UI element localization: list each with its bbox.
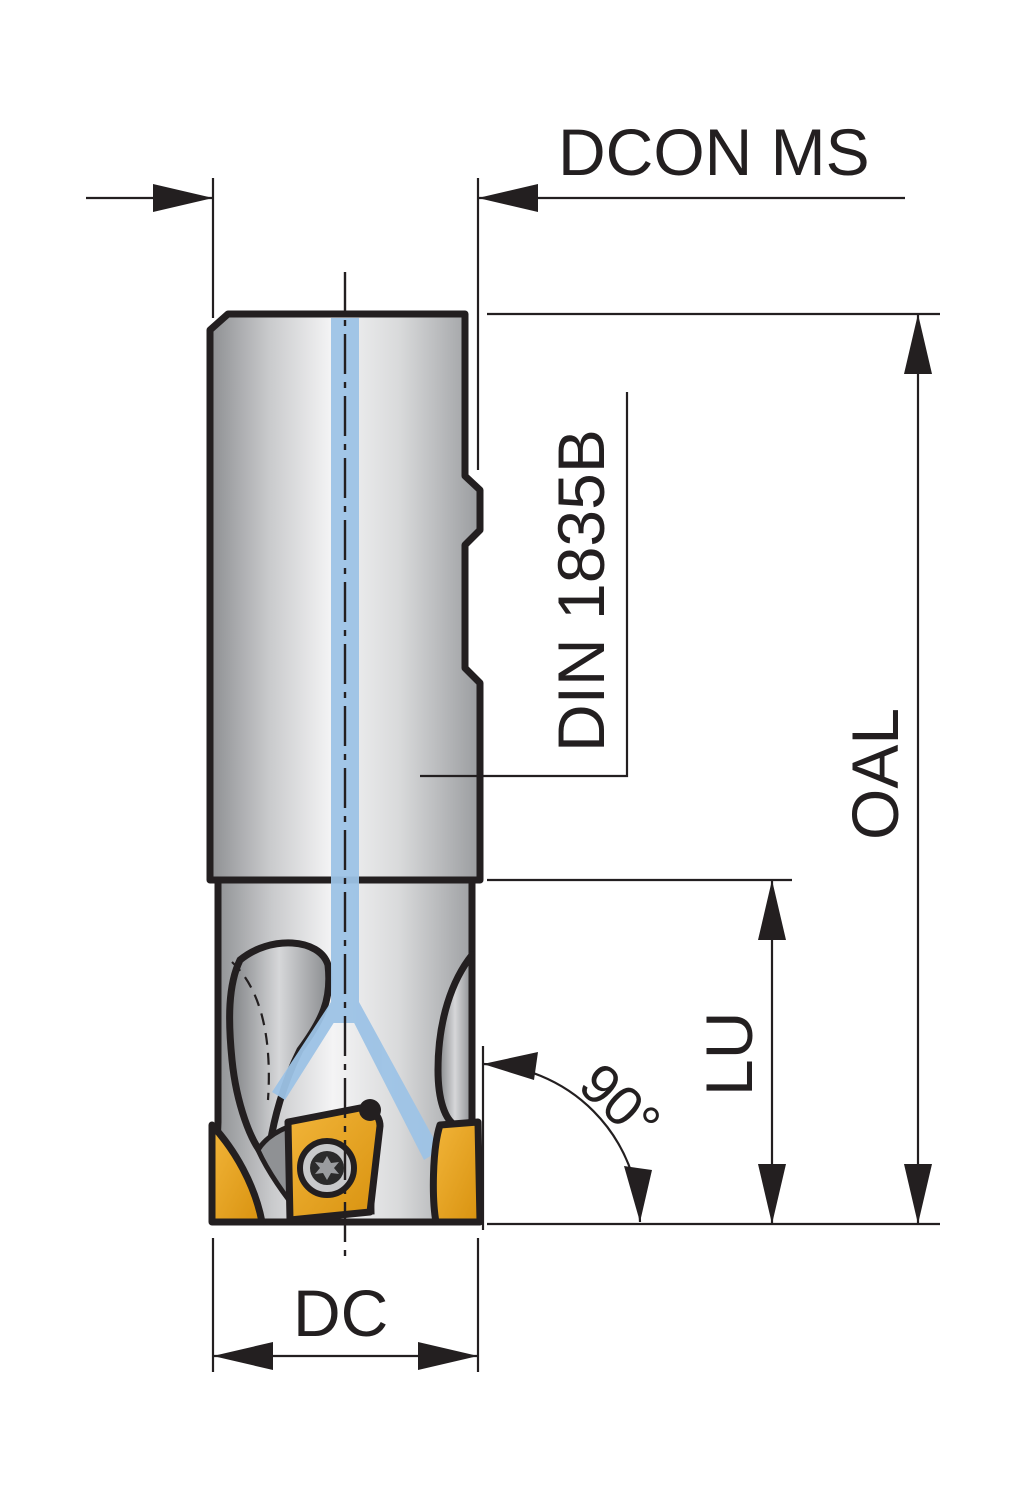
coolant-branch-left xyxy=(272,1002,345,1100)
insert-pin xyxy=(359,1099,381,1121)
dcon-arrow-left xyxy=(153,184,213,212)
lu-arrow-bottom xyxy=(758,1164,786,1224)
dcon-ms-dimension: DCON MS xyxy=(86,115,905,470)
dc-label: DC xyxy=(293,1276,388,1350)
dcon-ms-label: DCON MS xyxy=(558,115,870,189)
oal-label: OAL xyxy=(838,708,912,840)
coolant-branch-right xyxy=(345,1002,440,1160)
insert-right xyxy=(429,1118,484,1226)
angle-arrow-start xyxy=(483,1052,538,1080)
angle-arrow-end xyxy=(624,1166,652,1222)
inserts xyxy=(208,1099,484,1226)
angle-label: 90° xyxy=(568,1051,673,1155)
flute-left-hidden-edge xyxy=(231,961,270,1101)
insert-left xyxy=(208,1121,266,1226)
lu-arrow-top xyxy=(758,880,786,940)
flute-left xyxy=(226,939,333,1164)
torx-screw-icon xyxy=(297,1138,357,1198)
din-label: DIN 1835B xyxy=(544,429,618,752)
dc-arrow-right xyxy=(418,1342,478,1370)
lu-label: LU xyxy=(692,1012,766,1096)
dcon-arrow-right xyxy=(478,184,538,212)
din-standard-callout: DIN 1835B xyxy=(420,392,629,778)
dc-dimension: DC xyxy=(211,1238,480,1372)
lu-dimension: LU xyxy=(487,878,792,1224)
oal-arrow-bottom xyxy=(904,1164,932,1224)
angle-dimension: 90° xyxy=(481,1046,673,1230)
dc-arrow-left xyxy=(213,1342,273,1370)
oal-dimension: OAL xyxy=(487,312,940,1226)
oal-arrow-top xyxy=(904,314,932,374)
